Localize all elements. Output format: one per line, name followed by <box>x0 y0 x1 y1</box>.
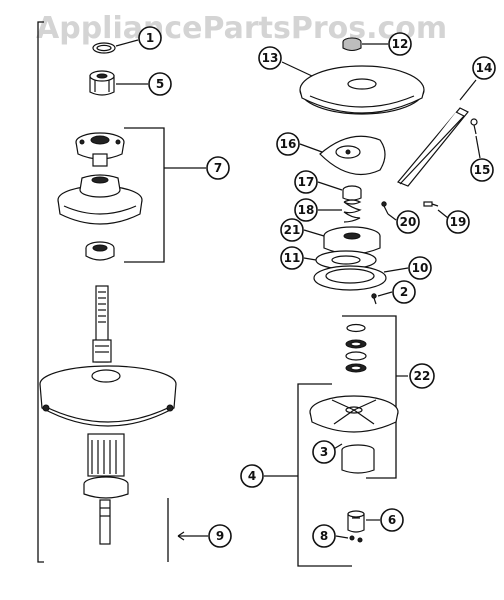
part-22-seals <box>345 323 367 373</box>
callout-1-label: 1 <box>146 31 154 45</box>
callout-19: 19 <box>446 210 470 234</box>
callout-13: 13 <box>258 46 282 70</box>
callout-17-label: 17 <box>298 175 315 189</box>
callout-7: 7 <box>206 156 230 180</box>
callout-20: 20 <box>396 210 420 234</box>
part-7-bracket <box>124 127 165 263</box>
callout-18: 18 <box>294 198 318 222</box>
lower-drive <box>83 433 129 545</box>
part-6-fitting <box>347 510 365 533</box>
callout-14: 14 <box>472 56 496 80</box>
part-12-cap <box>342 37 362 52</box>
part-2-screw <box>371 293 377 305</box>
part-7-hub <box>75 132 125 167</box>
callout-12-label: 12 <box>392 37 409 51</box>
part-22-bracket <box>342 315 397 479</box>
callout-11: 11 <box>280 246 304 270</box>
callout-9-label: 9 <box>216 529 224 543</box>
callout-21-label: 21 <box>284 223 301 237</box>
callout-18-label: 18 <box>298 203 315 217</box>
callout-3-label: 3 <box>320 445 328 459</box>
callout-2: 2 <box>392 280 416 304</box>
callout-12: 12 <box>388 32 412 56</box>
callout-16: 16 <box>276 132 300 156</box>
callout-14-label: 14 <box>476 61 493 75</box>
watermark-logo: AppliancePartsPros.com <box>36 11 447 46</box>
callout-17: 17 <box>294 170 318 194</box>
callout-4: 4 <box>240 464 264 488</box>
part-17-nut <box>342 185 362 201</box>
callout-15-label: 15 <box>474 163 491 177</box>
part-19-bolt <box>423 201 439 207</box>
callout-6: 6 <box>380 508 404 532</box>
callout-7-label: 7 <box>214 161 222 175</box>
part-5-bushing <box>89 70 115 96</box>
callout-4-label: 4 <box>248 469 256 483</box>
part-8-clips <box>349 535 363 543</box>
callout-1: 1 <box>138 26 162 50</box>
callout-19-label: 19 <box>450 215 467 229</box>
transmission-housing <box>39 365 177 427</box>
part-10-plate <box>313 265 387 291</box>
callout-22-label: 22 <box>414 369 431 383</box>
callout-16-label: 16 <box>280 137 297 151</box>
callout-5-label: 5 <box>156 77 164 91</box>
part-18-spring <box>343 199 362 223</box>
callout-10-label: 10 <box>412 261 429 275</box>
part-15-screw <box>470 118 478 135</box>
callout-5: 5 <box>148 72 172 96</box>
callout-8: 8 <box>312 524 336 548</box>
callout-22: 22 <box>409 363 435 389</box>
part-16-tub-ring <box>319 135 386 176</box>
callout-11-label: 11 <box>284 251 301 265</box>
part-4-bracket <box>297 383 352 567</box>
part-7-seal <box>85 241 115 261</box>
callout-13-label: 13 <box>262 51 279 65</box>
part-4-wheel <box>309 395 399 433</box>
part-13-cover <box>299 65 425 115</box>
callout-15: 15 <box>470 158 494 182</box>
part-20-bolt <box>381 201 389 215</box>
part-14-bar <box>397 107 469 187</box>
callout-6-label: 6 <box>388 513 396 527</box>
assembly-bracket-left <box>37 21 44 563</box>
part-7-flange <box>57 174 143 225</box>
callout-21: 21 <box>280 218 304 242</box>
callout-2-label: 2 <box>400 285 408 299</box>
callout-8-label: 8 <box>320 529 328 543</box>
transmission-shaft <box>92 285 112 363</box>
callout-3: 3 <box>312 440 336 464</box>
callout-10: 10 <box>408 256 432 280</box>
part-3-cylinder <box>341 444 375 474</box>
callout-9: 9 <box>208 524 232 548</box>
callout-20-label: 20 <box>400 215 417 229</box>
part-1-ring <box>92 42 116 54</box>
part-21-pulley <box>323 226 381 255</box>
